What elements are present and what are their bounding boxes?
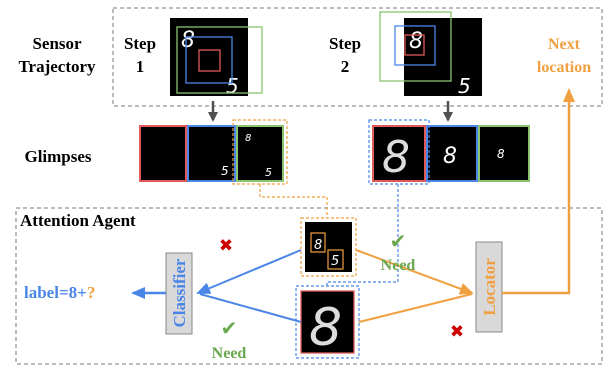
step2-digit-5: 5: [458, 74, 471, 98]
glimpse2-red-digit: 8: [382, 132, 410, 183]
attention-agent-title: Attention Agent: [20, 211, 136, 230]
step1-label-line2: 1: [136, 57, 145, 76]
step2-image: 8 5: [379, 11, 482, 98]
step1-digit-8: 8: [181, 28, 195, 53]
input-digit-8: 8: [314, 238, 322, 253]
step1-glimpse-set: 5 8 5: [139, 119, 288, 185]
single-to-classifier-line: [199, 293, 302, 323]
need-label-bottom: Need: [212, 345, 247, 362]
orange-dashed-connector: [259, 184, 328, 218]
step1-label-line1: Step: [124, 34, 156, 53]
step2-glimpse-blue: [394, 25, 436, 66]
step2-glimpse-red: [404, 34, 425, 56]
input-digit-8-large: 8: [309, 298, 342, 358]
next-location-line1: Next: [548, 36, 581, 53]
glimpses-label: Glimpses: [24, 147, 91, 166]
input-box-8: [310, 232, 326, 253]
locator-to-next-location-arrow: [502, 88, 575, 295]
classifier-output-label: label=8+?: [24, 283, 95, 302]
input-digit-5: 5: [331, 254, 339, 269]
multi-to-classifier-arrow: [196, 249, 302, 294]
sensor-title-line2: Trajectory: [18, 57, 96, 76]
multi-to-locator-arrow: [355, 249, 474, 295]
cross-icon-top-left: ✖: [219, 236, 233, 256]
input-box-5: [327, 249, 344, 270]
check-icon-bottom: ✔: [221, 316, 238, 340]
step2-glimpse-set: 8 8 8: [368, 119, 530, 185]
cross-icon-bottom-right: ✖: [450, 322, 464, 342]
glimpse1-green-digit-8: 8: [245, 133, 251, 144]
glimpse1-blue-digit: 5: [221, 164, 229, 178]
glimpse2-green: [478, 125, 530, 182]
next-location-line2: location: [537, 59, 591, 76]
step2-label-line1: Step: [329, 34, 361, 53]
step2-label-line2: 2: [341, 57, 350, 76]
locator-label: Locator: [480, 258, 499, 316]
glimpse1-blue: [187, 125, 236, 182]
sensor-title-line1: Sensor: [32, 34, 82, 53]
single-glimpse-input: 8: [295, 285, 360, 359]
step1-glimpse-green: [176, 26, 263, 94]
need-label-top: Need: [381, 257, 416, 274]
single-to-locator-line: [358, 293, 473, 323]
glimpse1-green: [236, 125, 284, 182]
step2-glimpse-green: [379, 11, 452, 82]
step2-digit-8: 8: [409, 29, 423, 54]
glimpse2-highlight: [368, 119, 430, 185]
glimpse1-red: [139, 125, 187, 182]
glimpse2-green-digit: 8: [497, 147, 505, 161]
glimpse2-blue: [426, 125, 478, 182]
glimpse2-blue-digit: 8: [443, 144, 457, 169]
step1-glimpse-blue: [185, 36, 233, 84]
classifier-label: Classifier: [170, 258, 189, 327]
blue-dashed-connector: [326, 184, 399, 286]
label-question-mark: ?: [87, 283, 96, 302]
step1-glimpse-red: [198, 49, 221, 72]
step1-image: 8 5: [170, 18, 263, 98]
glimpse2-red: [372, 125, 426, 182]
step1-digit-5: 5: [226, 74, 239, 98]
multi-glimpse-input: 8 5: [300, 217, 357, 277]
glimpse1-green-digit-5: 5: [265, 166, 272, 179]
label-prefix: label=8+: [24, 283, 87, 302]
check-icon-top: ✔: [390, 229, 407, 253]
locator-box: [475, 241, 503, 333]
